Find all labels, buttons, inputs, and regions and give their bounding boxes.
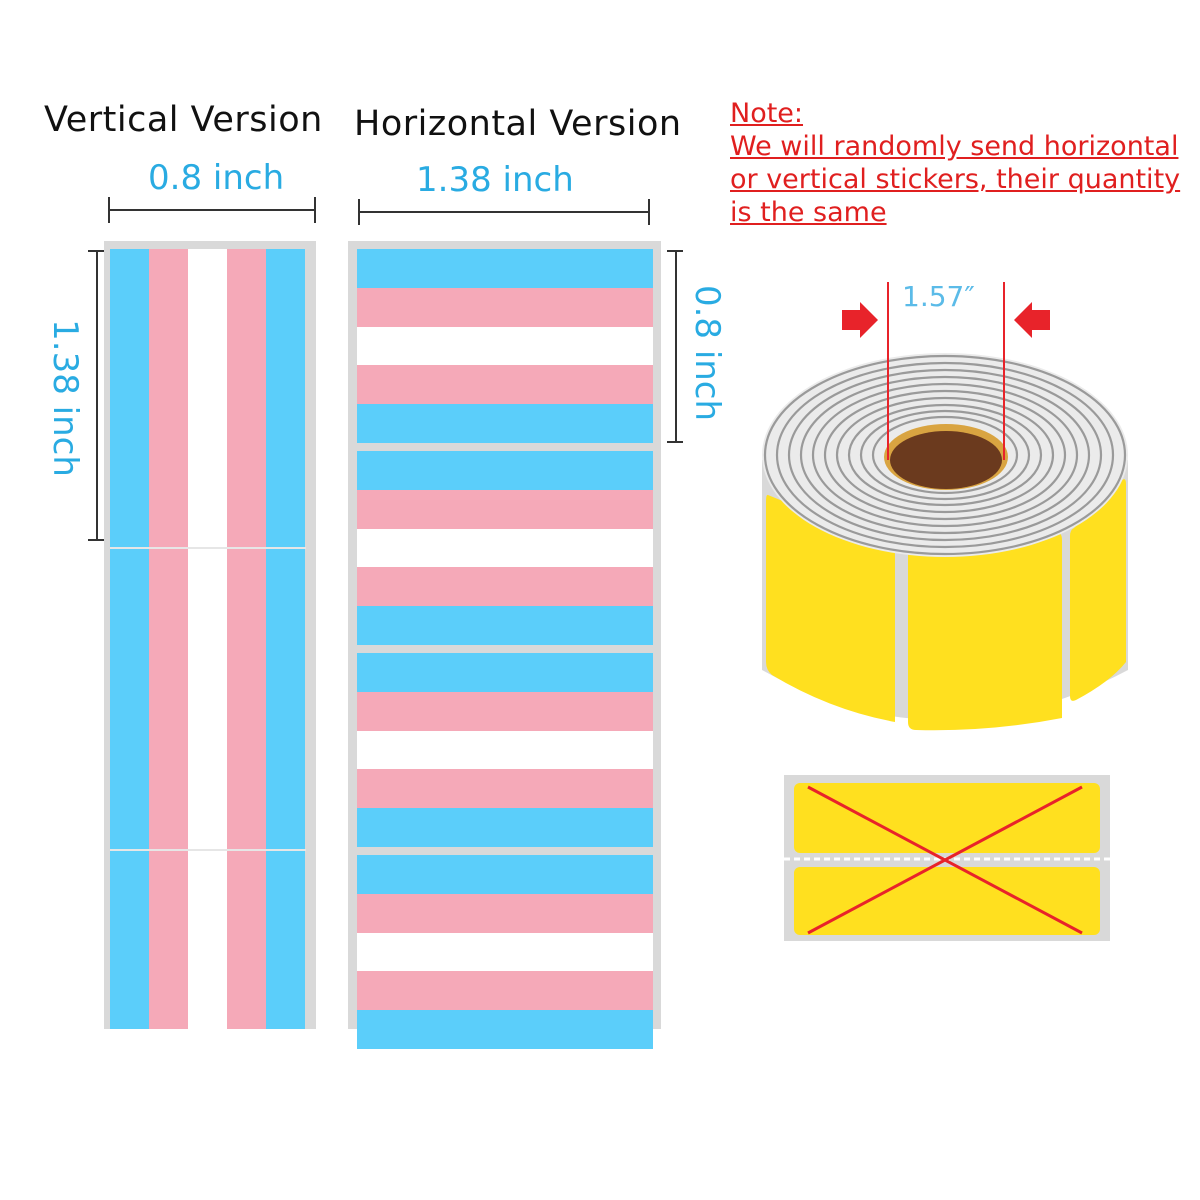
horizontal-width-tick-right (648, 199, 650, 225)
horizontal-flag-stripe (357, 489, 653, 529)
horizontal-flag-stripe (357, 855, 653, 894)
horizontal-width-tick-left (358, 199, 360, 225)
horizontal-height-line (675, 250, 677, 442)
vertical-height-line (96, 250, 98, 540)
vertical-width-label: 0.8 inch (148, 158, 285, 198)
vertical-flag-stripe (149, 249, 188, 1029)
horizontal-flag-stripe (357, 606, 653, 646)
horizontal-flag-stripe (357, 567, 653, 607)
vertical-height-tick-bottom (88, 539, 104, 541)
vertical-version-heading: Vertical Version (44, 100, 323, 140)
horizontal-flag-stripe (357, 893, 653, 933)
vertical-flag-stripe (188, 249, 227, 1029)
horizontal-width-line (359, 211, 649, 213)
horizontal-version-heading: Horizontal Version (354, 104, 682, 144)
horizontal-flag-stripe (357, 769, 653, 809)
horizontal-flag-stripe (357, 451, 653, 490)
horizontal-flag-stripe (357, 730, 653, 770)
horizontal-flag-stripe (357, 808, 653, 848)
horizontal-flag-stripe (357, 932, 653, 972)
horizontal-flag-stripe (357, 971, 653, 1011)
vertical-flag-stripe (266, 249, 305, 1029)
horizontal-flag-stripe (357, 1010, 653, 1050)
horizontal-width-label: 1.38 inch (416, 160, 574, 200)
vertical-width-line (109, 209, 315, 211)
note-line-3: is the same (730, 197, 887, 228)
vertical-flag-stripe (110, 249, 149, 1029)
core-diameter-label: 1.57″ (902, 280, 975, 313)
crossed-out-label-icon (784, 775, 1110, 941)
horizontal-flag-stripe (357, 249, 653, 288)
horizontal-height-label: 0.8 inch (687, 284, 727, 422)
vertical-flag-stripe (227, 249, 266, 1029)
horizontal-sticker-strip (348, 241, 661, 1050)
horizontal-flag-stripe (357, 691, 653, 731)
note-title: Note: (730, 98, 804, 129)
horizontal-flag-stripe (357, 326, 653, 366)
horizontal-flag-stripe (357, 528, 653, 568)
note-line-1: We will randomly send horizontal (730, 131, 1179, 162)
vertical-height-label: 1.38 inch (45, 319, 85, 477)
horizontal-flag-stripe (357, 365, 653, 405)
vertical-sticker-gap (110, 547, 306, 549)
vertical-height-tick-top (88, 250, 104, 252)
horizontal-flag-stripe (357, 287, 653, 327)
note-line-2: or vertical stickers, their quantity (730, 164, 1181, 195)
vertical-width-tick-right (314, 197, 316, 223)
vertical-sticker-strip (104, 241, 316, 1029)
horizontal-flag-stripe (357, 404, 653, 444)
horizontal-height-tick-top (667, 250, 683, 252)
horizontal-flag-stripe (357, 653, 653, 692)
vertical-width-tick-left (108, 197, 110, 223)
label-roll-icon (762, 282, 1128, 731)
horizontal-height-tick-bottom (667, 441, 683, 443)
vertical-sticker-gap (110, 849, 306, 851)
